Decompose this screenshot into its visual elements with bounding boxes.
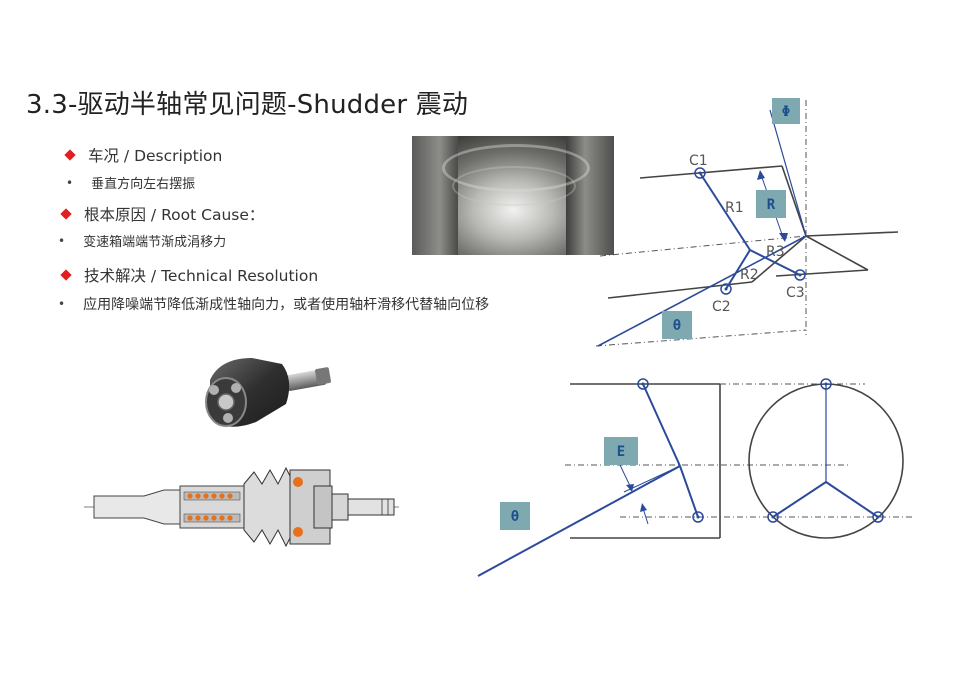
box-phi: Φ — [782, 104, 790, 120]
section-description: 车况 / Description — [64, 144, 223, 166]
label-r1: R1 — [725, 200, 744, 216]
joint-wear-photo — [412, 136, 614, 255]
bullet-dot-icon: • — [58, 233, 66, 248]
section-detail: • 应用降噪端节降低渐成性轴向力，或者使用轴杆滑移代替轴向位移 — [58, 294, 489, 314]
bullet-dot-icon: • — [58, 297, 66, 311]
detail-text: 应用降噪端节降低渐成性轴向力，或者使用轴杆滑移代替轴向位移 — [83, 297, 490, 313]
box-e: E — [617, 444, 625, 460]
label-r3: R3 — [766, 244, 785, 260]
section-technical-resolution: 技术解决 / Technical Resolution — [60, 264, 319, 286]
label-r2: R2 — [740, 267, 759, 283]
section-detail: • 变速箱端端节渐成涓移力 — [58, 231, 227, 251]
bullet-dot-icon: • — [66, 175, 74, 190]
detail-text: 变速箱端端节渐成涓移力 — [83, 235, 227, 250]
section-detail: • 垂直方向左右摆振 — [66, 173, 196, 193]
label-c1: C1 — [689, 153, 708, 169]
tripod-joint-image — [205, 358, 331, 427]
box-theta-top: θ — [673, 318, 681, 334]
page-title: 3.3-驱动半轴常见问题-Shudder 震动 — [26, 90, 469, 120]
box-theta-bottom: θ — [511, 509, 519, 525]
section-root-cause: 根本原因 / Root Cause： — [60, 203, 265, 225]
label-c2: C2 — [712, 299, 731, 315]
section-heading: 技术解决 / Technical Resolution — [84, 267, 319, 285]
box-r: R — [767, 197, 776, 213]
section-heading: 车况 / Description — [88, 147, 223, 165]
section-heading: 根本原因 / Root Cause： — [84, 206, 265, 224]
joint-cross-section — [84, 466, 399, 548]
detail-text: 垂直方向左右摆振 — [91, 177, 196, 192]
label-c3: C3 — [786, 285, 805, 301]
